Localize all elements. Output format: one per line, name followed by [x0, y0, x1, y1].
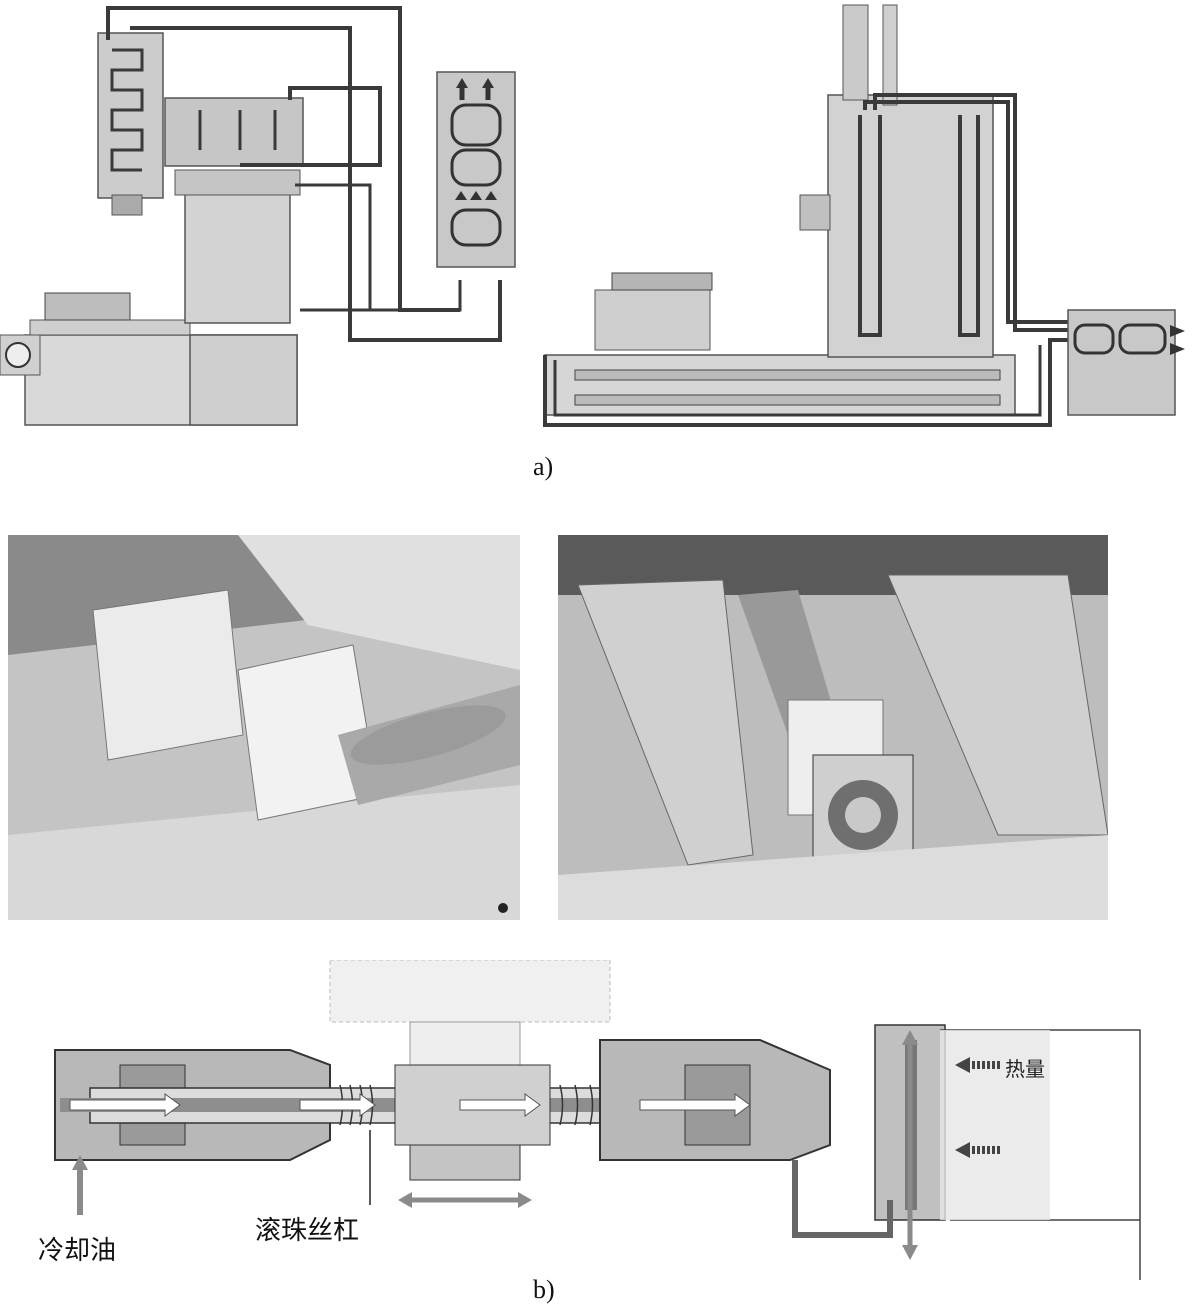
panel-b: 热量 冷却油 滚珠丝杠 b)	[0, 960, 1197, 1308]
photo-left-ball-screw	[8, 535, 520, 920]
left-machine	[0, 6, 502, 426]
heat-exchanger-b	[1067, 309, 1185, 416]
caption-a: a)	[533, 452, 554, 481]
label-ball-screw: 滚珠丝杠	[255, 1216, 360, 1246]
caption-b: b)	[533, 1275, 555, 1304]
panel-a: a)	[0, 0, 1197, 481]
photo-left-illustration	[8, 535, 520, 920]
label-cooling-oil: 冷却油	[38, 1236, 117, 1266]
photo-right-ball-screw	[558, 535, 1108, 920]
cooling-circuit-diagram-a	[0, 4, 1185, 427]
right-machine	[543, 4, 1070, 427]
ball-screw-section-diagram	[54, 960, 1141, 1280]
heat-exchanger-a	[436, 71, 516, 268]
label-heat: 热量	[1005, 1057, 1045, 1081]
photo-right-illustration	[558, 535, 1108, 920]
